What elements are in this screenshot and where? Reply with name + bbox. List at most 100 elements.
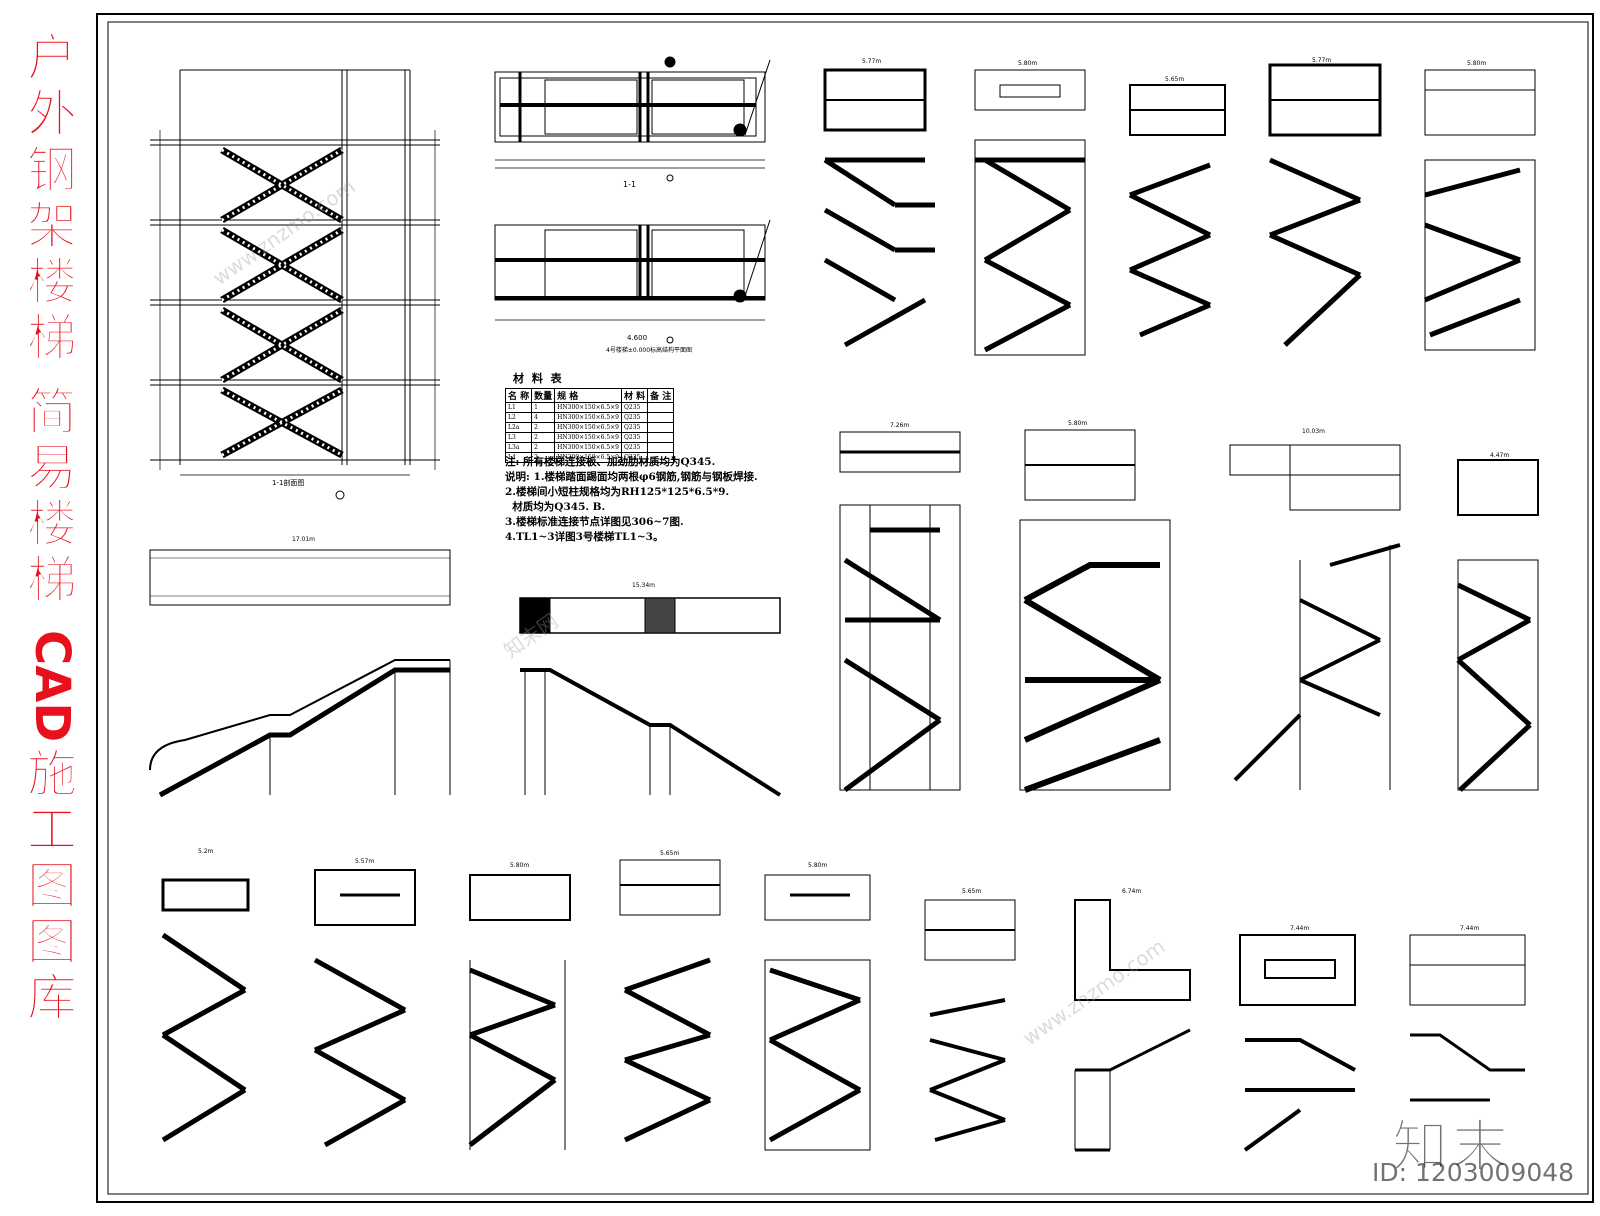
design-notes: 注: 所有楼梯连接板、加劲肋材质均为Q345. 说明: 1.楼梯踏面踢面均两根φ6… — [505, 455, 758, 545]
table-cell: Q235 — [620, 402, 649, 413]
note-line: 2.楼梯间小短柱规格均为RH125*125*6.5*9. — [505, 486, 730, 498]
table-cell: L4 — [504, 452, 533, 463]
note-line: 3.楼梯标准连接节点详图见306~7图. — [505, 516, 684, 528]
dim-label: 5.2m — [198, 848, 214, 855]
title-char: 工 — [27, 801, 78, 860]
dim-label: 7.26m — [890, 422, 910, 429]
table-cell: L2 — [504, 412, 533, 423]
brand-watermark-logo: 知末 — [1392, 1115, 1512, 1181]
plan-view-bottom — [494, 219, 771, 344]
title-cad: CAD — [24, 630, 80, 743]
table-cell: 2 — [531, 442, 556, 453]
note-line: 注: 所有楼梯连接板、加劲肋材质均为Q345. — [505, 456, 716, 468]
table-cell: L3a — [504, 442, 533, 453]
table-cell: HN300×150×6.5×9 — [554, 402, 622, 413]
note-line: 材质均为Q345. B. — [505, 501, 606, 513]
table-cell: Q235 — [620, 432, 649, 443]
inner-frame — [107, 21, 1589, 1195]
note-line: 说明: 1.楼梯踏面踢面均两根φ6钢筋,钢筋与钢板焊接. — [505, 471, 758, 483]
material-table-title: 材 料 表 — [513, 372, 564, 385]
table-cell — [647, 422, 675, 433]
section-label: 1-1剖面图 — [272, 479, 305, 487]
title-char: 施 — [27, 745, 78, 804]
title-char: 架 — [27, 197, 78, 255]
dim-label: 5.80m — [808, 862, 828, 869]
table-cell — [647, 442, 675, 453]
dim-label: 5.65m — [1165, 76, 1185, 83]
dim-label: 15.34m — [632, 582, 656, 589]
title-char: 户 — [27, 29, 78, 87]
stair-group-middle-row — [149, 429, 1539, 798]
table-cell: 1 — [531, 402, 556, 413]
title-char: 易 — [27, 439, 78, 497]
table-cell: Q235 — [620, 412, 649, 423]
title-char: 库 — [27, 969, 78, 1028]
title-char: 外 — [27, 85, 78, 143]
plan-elev: 4.600 — [627, 334, 648, 342]
dim-label: 10.03m — [1302, 428, 1326, 435]
dim-label: 7.44m — [1290, 925, 1310, 932]
outer-frame — [96, 13, 1594, 1203]
title-char: 简 — [27, 383, 78, 441]
title-char: 梯 — [27, 551, 78, 609]
plan-view-top — [494, 56, 771, 182]
image-id-watermark: ID: 1203009048 — [1372, 1158, 1575, 1187]
dim-label: 17.01m — [292, 536, 316, 543]
dim-label: 5.65m — [660, 850, 680, 857]
table-cell: HN300×150×6.5×9 — [554, 432, 622, 443]
dim-label: 7.44m — [1460, 925, 1480, 932]
plan-label: 1-1 — [623, 180, 637, 189]
table-cell: L3 — [504, 432, 533, 443]
table-cell — [647, 412, 675, 423]
table-cell: 2 — [531, 452, 556, 463]
table-header-cell: 数量 — [531, 388, 556, 403]
dim-label: 4.47m — [1490, 452, 1510, 459]
title-char: 梯 — [27, 309, 78, 367]
dim-label: 5.80m — [1018, 60, 1038, 67]
stair-group-top-row — [823, 63, 1536, 356]
title-char: 图 — [27, 913, 78, 972]
dim-label: 5.80m — [1467, 60, 1487, 67]
section-elevation-1-1 — [150, 69, 440, 500]
table-cell: Q235 — [620, 442, 649, 453]
dim-label: 5.77m — [1312, 57, 1332, 64]
title-char: 钢 — [27, 141, 78, 199]
table-cell — [647, 402, 675, 413]
dim-label: 6.74m — [1122, 888, 1142, 895]
title-char: 楼 — [27, 253, 78, 311]
table-header-row: 名 称 数量 规 格 材 料 备 注 — [504, 388, 675, 403]
plan2-label: 4号楼梯±0.000标高结构平面图 — [606, 347, 693, 354]
dim-label: 5.80m — [510, 862, 530, 869]
table-header-cell: 名 称 — [504, 388, 533, 403]
table-cell — [647, 452, 675, 463]
vertical-title: 户 外 钢 架 楼 梯 简 易 楼 梯 CAD 施 工 图 图 库 — [14, 30, 90, 1180]
table-cell: HN300×150×6.5×9 — [554, 422, 622, 433]
dim-label: 5.80m — [1068, 420, 1088, 427]
title-char: 楼 — [27, 495, 78, 553]
title-char: 图 — [27, 857, 78, 916]
stair-group-bottom-row — [161, 859, 1526, 1152]
table-header-cell: 备 注 — [647, 388, 675, 403]
table-cell: HN300×150×6.5×9 — [554, 412, 622, 423]
table-cell: 2 — [531, 432, 556, 443]
table-cell: HN300×150×6.5×9 — [554, 442, 622, 453]
table-cell: Q235 — [620, 422, 649, 433]
table-header-cell: 规 格 — [554, 388, 622, 403]
table-cell: L2a — [504, 422, 533, 433]
table-header-cell: 材 料 — [620, 388, 649, 403]
table-cell — [647, 432, 675, 443]
table-cell: L1 — [504, 402, 533, 413]
table-cell: 4 — [531, 412, 556, 423]
dim-label: 5.65m — [962, 888, 982, 895]
note-line: 4.TL1~3详图3号楼梯TL1~3。 — [505, 531, 664, 543]
dim-label: 5.77m — [862, 58, 882, 65]
